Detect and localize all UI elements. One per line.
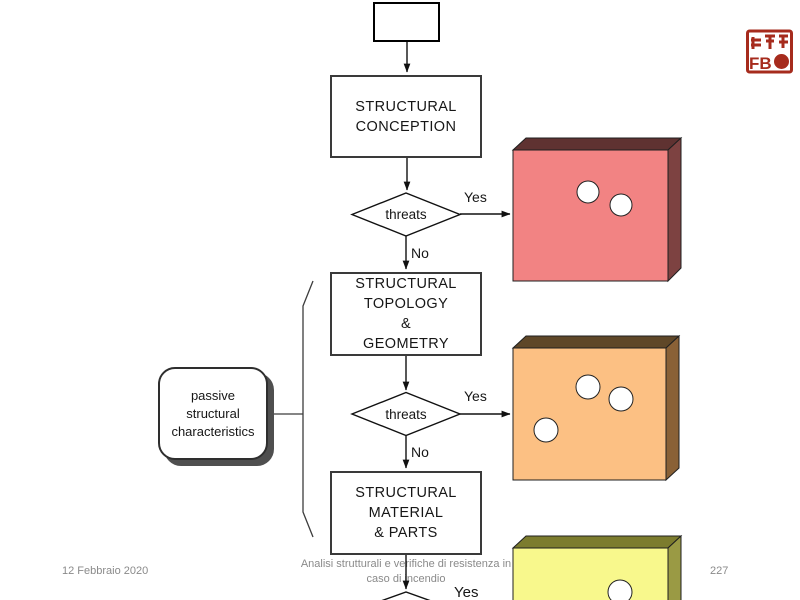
step-label: STRUCTURAL MATERIAL & PARTS xyxy=(355,485,457,541)
block-red xyxy=(511,136,683,283)
footer-page-number: 227 xyxy=(710,565,729,577)
decision-3-yes-label: Yes xyxy=(454,584,479,600)
step-structural-topology: STRUCTURAL TOPOLOGY & GEOMETRY xyxy=(330,272,482,356)
decision-1-no-label: No xyxy=(411,245,429,261)
footer-course-title: Analisi strutturali e verifiche di resis… xyxy=(300,558,512,585)
hole xyxy=(533,417,559,443)
decision-2-no-label: No xyxy=(411,444,429,460)
hole xyxy=(609,193,633,217)
hole xyxy=(608,386,634,412)
step-label: STRUCTURAL CONCEPTION xyxy=(355,98,457,135)
flow-arrows xyxy=(402,42,511,590)
decision-diamond-1 xyxy=(350,192,462,237)
step-structural-conception: STRUCTURAL CONCEPTION xyxy=(330,75,482,158)
step-structural-material: STRUCTURAL MATERIAL & PARTS xyxy=(330,471,482,555)
decision-1-label: threats xyxy=(385,207,427,222)
step-label: STRUCTURAL TOPOLOGY & GEOMETRY xyxy=(355,276,457,352)
seal-fb-text: FB xyxy=(749,54,772,73)
decision-2-label: threats xyxy=(385,407,427,422)
hole xyxy=(575,374,601,400)
block-orange xyxy=(511,334,681,482)
fb-seal-logo: FB xyxy=(746,29,793,74)
hole xyxy=(576,180,600,204)
decision-2-yes-label: Yes xyxy=(464,388,487,404)
annotation-passive-characteristics: passive structural characteristics xyxy=(158,367,268,460)
block-yellow xyxy=(511,534,683,600)
start-box xyxy=(373,2,440,42)
footer-date: 12 Febbraio 2020 xyxy=(62,565,149,577)
grouping-bracket xyxy=(271,280,314,538)
decision-diamond-3-partial xyxy=(381,591,431,600)
decision-1-yes-label: Yes xyxy=(464,189,487,205)
annotation-label: passive structural characteristics xyxy=(171,387,255,439)
hole xyxy=(607,579,633,600)
decision-diamond-2 xyxy=(350,391,462,437)
